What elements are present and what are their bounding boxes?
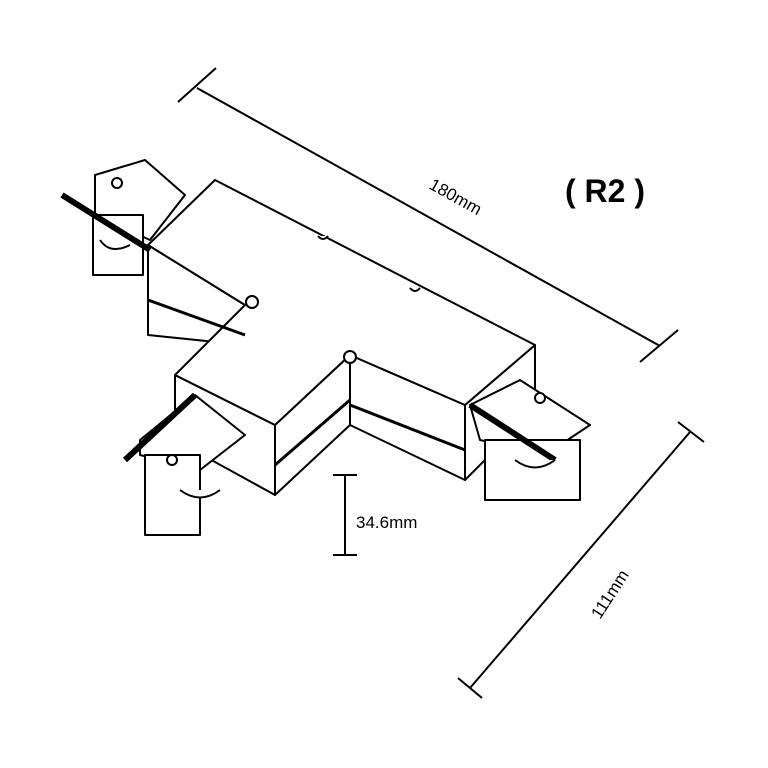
dimension-line-width bbox=[457, 421, 705, 699]
dimension-line-height bbox=[333, 474, 357, 556]
width-dimension-label: 111mm bbox=[587, 566, 632, 622]
end-connector-front bbox=[122, 392, 246, 536]
model-label: ( R2 ) bbox=[565, 173, 645, 209]
end-connector-left bbox=[60, 159, 186, 276]
end-connector-right bbox=[468, 379, 591, 501]
dimension-line-length bbox=[177, 67, 679, 363]
length-dimension-label: 180mm bbox=[426, 175, 485, 219]
height-dimension-label: 34.6mm bbox=[356, 513, 417, 532]
